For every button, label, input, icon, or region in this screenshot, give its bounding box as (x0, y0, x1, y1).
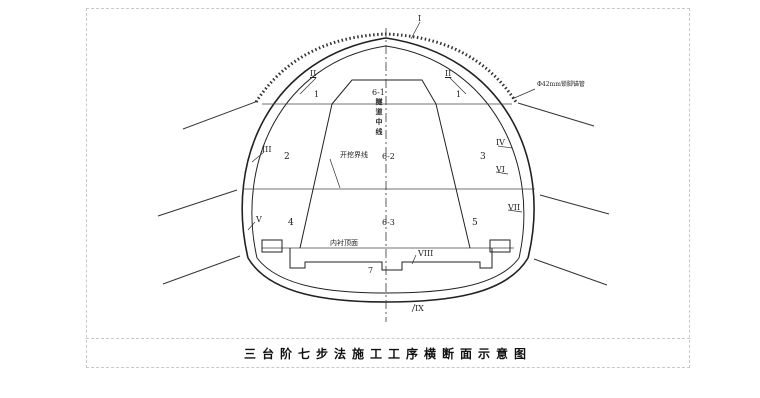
label-step-1-left: 1 (314, 90, 320, 99)
bolt-lower-right (533, 258, 608, 286)
label-roman-5: V (256, 215, 262, 224)
excavation-boundary (299, 79, 471, 249)
label-roman-2-right: II (445, 69, 452, 78)
label-6-1: 6-1 (372, 88, 385, 97)
label-step-4: 4 (288, 218, 294, 228)
label-excavation-line: 开挖界线 (340, 151, 368, 159)
label-6-3: 6-3 (382, 218, 395, 227)
label-bolt-note: Φ42mm锁脚锚管 (537, 81, 585, 88)
label-roman-4: IV (496, 138, 505, 147)
label-roman-3: III (262, 145, 272, 154)
invert-inner (256, 257, 520, 294)
label-roman-6: VI (496, 165, 505, 174)
label-step-7: 7 (368, 266, 374, 275)
anchor-bolts (157, 100, 610, 286)
label-roman-2-left: II (310, 69, 317, 78)
left-footing (261, 239, 283, 253)
bolt-mid-right (539, 194, 610, 215)
label-lining-top: 内衬顶面 (330, 239, 358, 247)
core-bench-base (289, 248, 493, 271)
label-roman-8: VIII (418, 249, 434, 258)
bolt-upper-right (517, 102, 595, 127)
leader-lines (247, 21, 536, 313)
outer-support-line (241, 37, 535, 259)
figure-caption: 三台阶七步法施工工序横断面示意图 (243, 347, 532, 361)
label-step-1-right: 1 (456, 90, 462, 99)
label-6-2: 6-2 (382, 152, 395, 161)
label-roman-9: IX (415, 304, 424, 313)
label-step-5: 5 (472, 218, 478, 228)
bolt-lower-left (162, 255, 241, 285)
label-roman-top: I (418, 14, 422, 23)
right-footing (489, 239, 511, 253)
bolt-upper-left (182, 100, 259, 130)
bolt-mid-left (157, 189, 238, 217)
label-centerline: 隧道中线 (375, 98, 384, 138)
label-roman-7: VII (508, 203, 521, 212)
drawing-frame (86, 8, 690, 368)
bench-lines (243, 103, 535, 249)
label-step-3: 3 (480, 152, 486, 162)
caption-row: 三台阶七步法施工工序横断面示意图 (86, 338, 690, 368)
label-step-2: 2 (284, 152, 290, 162)
